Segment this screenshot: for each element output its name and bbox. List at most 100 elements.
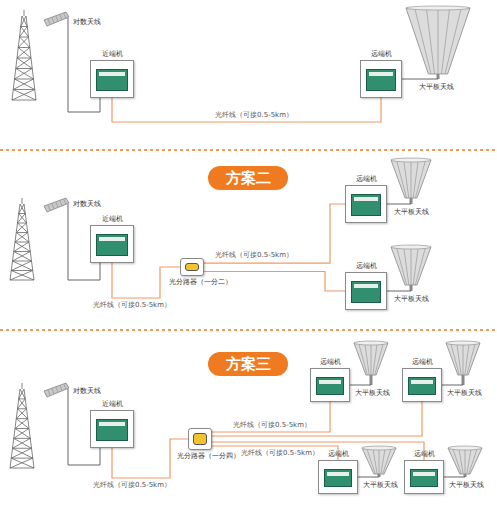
unit-label: 近端机 (102, 215, 123, 224)
section-divider (0, 329, 497, 331)
antenna-element (48, 205, 50, 210)
tower-strut (15, 69, 33, 80)
log-antenna (44, 198, 69, 212)
tower-strut (19, 213, 26, 214)
unit-label: 远端机 (414, 450, 435, 459)
splitter-icon (193, 433, 207, 445)
antenna-top (406, 6, 470, 10)
repeater-unit: 远端机 (404, 460, 444, 494)
antenna-top (448, 446, 482, 450)
tower-symbol (10, 198, 34, 280)
device-body (96, 69, 128, 91)
antenna-element (64, 384, 66, 389)
device-panel (99, 422, 125, 426)
tower-strut (18, 37, 28, 48)
unit-label: 光分路器（一分四） (177, 452, 240, 461)
antenna-cable (387, 291, 411, 292)
device-body (408, 377, 436, 395)
tower-strut (21, 16, 26, 27)
repeater-unit: 远端机 (345, 185, 387, 223)
tower-strut (10, 458, 33, 468)
tower-strut (22, 198, 23, 204)
antenna-fin (469, 448, 478, 474)
antenna-cone (354, 343, 388, 375)
antenna-cone (448, 448, 482, 474)
repeater-unit: 远端机 (310, 368, 350, 402)
antenna-cable (442, 385, 463, 386)
optical-splitter: 光分路器（一分四） (188, 428, 212, 450)
device-body (324, 469, 352, 487)
antenna-cable (444, 477, 465, 478)
unit-label: 光分路器（一分二） (169, 278, 232, 287)
device-panel (413, 472, 435, 476)
tower-strut (20, 37, 29, 38)
tower-symbol (10, 383, 34, 468)
antenna-label: 对数天线 (72, 387, 102, 396)
antenna-label: 大平板天线 (354, 389, 391, 398)
antenna-element (52, 18, 54, 23)
tower-strut (18, 223, 28, 233)
antenna-element (48, 19, 50, 24)
antenna-fin (411, 247, 412, 285)
tower-strut (19, 204, 24, 214)
tower-strut (19, 398, 26, 399)
antenna-fin (371, 343, 372, 375)
antenna-mast (370, 375, 373, 385)
antenna-cone (406, 8, 470, 74)
tower-strut (13, 90, 36, 101)
tower-strut (17, 58, 31, 59)
tower-strut (16, 409, 26, 419)
tower-strut (13, 448, 33, 458)
tower-strut (16, 418, 28, 419)
tower-strut (13, 79, 33, 90)
section-divider (0, 149, 497, 151)
fiber-label: 光纤线（可接0.5-5km） (214, 251, 294, 260)
antenna-fin (445, 8, 461, 74)
antenna-top (391, 158, 431, 162)
tower-strut (19, 389, 24, 399)
panel-antenna (362, 446, 396, 477)
antenna-fin (365, 343, 369, 375)
tower-strut (17, 58, 32, 69)
tower-strut (15, 79, 34, 80)
antenna-top (354, 341, 388, 345)
antenna-fin (453, 448, 462, 474)
tower-strut (18, 47, 30, 48)
tower-strut (13, 252, 31, 262)
antenna-element (64, 13, 66, 18)
splitter-icon (185, 263, 199, 271)
antenna-fin (467, 448, 471, 474)
tower-strut (13, 89, 35, 90)
antenna-element (56, 387, 58, 392)
tower-strut (19, 214, 27, 224)
antenna-element (52, 204, 54, 209)
repeater-unit: 远端机 (402, 368, 442, 402)
repeater-unit: 远端机 (318, 460, 358, 494)
tower-strut (21, 26, 28, 27)
fiber-label: 光纤线（可接0.5-5km） (92, 301, 172, 310)
tower-strut (17, 48, 30, 59)
antenna-label: 大平板天线 (362, 481, 399, 490)
tower-strut (18, 48, 31, 59)
antenna-fin (467, 343, 476, 375)
tower-strut (13, 448, 32, 449)
unit-label: 远端机 (412, 358, 433, 367)
antenna-cone (391, 247, 431, 285)
antenna-mast (410, 285, 413, 291)
tower-strut (16, 232, 28, 233)
antenna-top (362, 446, 396, 450)
antenna-label: 对数天线 (72, 200, 102, 209)
antenna-fin (373, 448, 377, 474)
tower-strut (11, 270, 33, 271)
tower-strut (15, 242, 29, 243)
tower-strut (11, 458, 34, 468)
device-panel (99, 72, 125, 76)
device-body (316, 377, 344, 395)
antenna-top (446, 341, 480, 345)
antenna-element (56, 16, 58, 21)
antenna-cone (362, 448, 396, 474)
scheme-heading: 方案三 (208, 352, 288, 376)
antenna-fin (459, 448, 463, 474)
